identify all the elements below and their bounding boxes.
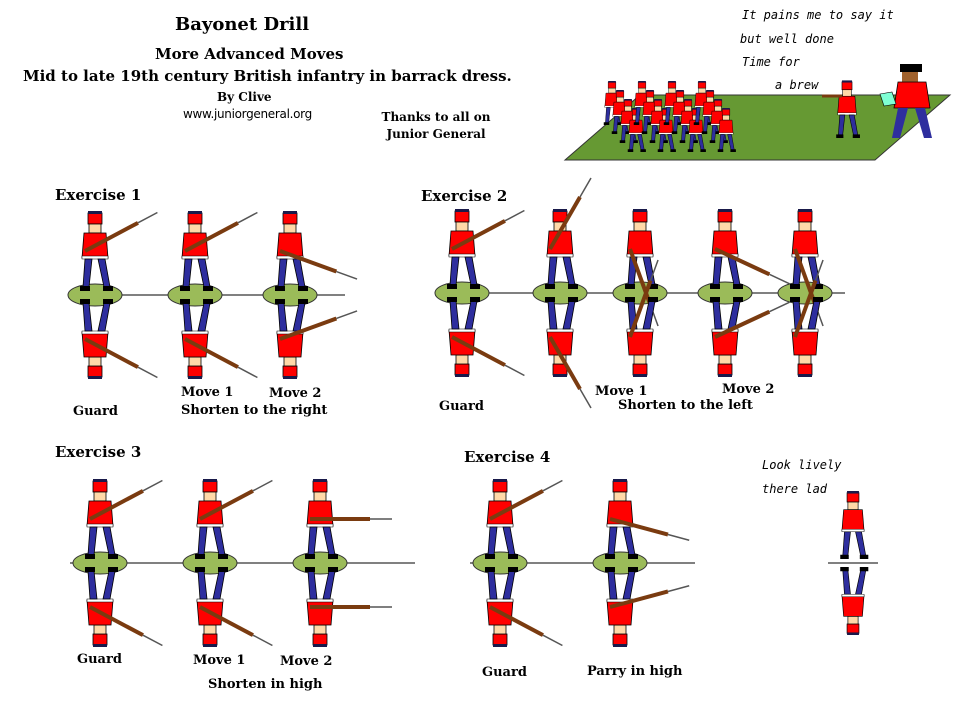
drill-figure [532,175,593,411]
figure-base [67,283,123,307]
figure-base [532,281,588,305]
figure-base [182,551,238,575]
exercise-4-title: Exercise 4 [464,448,551,466]
drill-figure [592,478,692,648]
lively-figure [828,490,878,636]
exercise-3-title: Exercise 3 [55,443,142,461]
speech-line-2: but well done [740,32,834,46]
ex3-guard-label: Guard [77,652,122,667]
thanks-note: Thanks to all on Junior General [381,110,491,141]
ex3-move1-label: Move 1 [193,653,246,668]
officer-figure [879,64,932,138]
drill-figure [612,208,668,378]
drill-figure [292,478,394,648]
page-description: Mid to late 19th century British infantr… [23,67,512,85]
figure-base [434,281,490,305]
ex3-move2-label: Move 2 [280,654,333,669]
speech-line-1: It pains me to say it [742,8,894,22]
drill-figure [167,210,257,380]
lively-line-1: Look lively [762,458,842,472]
figure-base [167,283,223,307]
figure-base [472,551,528,575]
exercise-1-title: Exercise 1 [55,186,142,204]
ex4-parry-label: Parry in high [587,664,683,679]
figure-base [72,551,128,575]
drill-figure [182,478,272,648]
teapot-icon [879,91,897,107]
website-link[interactable]: www.juniorgeneral.org [183,107,312,121]
ex2-move2-label: Move 2 [722,382,775,397]
drill-figure [262,210,360,380]
ex1-caption: Shorten to the right [181,403,328,418]
drill-figure [777,208,833,378]
ex2-guard-label: Guard [439,399,484,414]
figure-base [612,281,668,305]
drill-figure [72,478,162,648]
page-title: Bayonet Drill [175,14,310,35]
author-credit: By Clive [217,90,272,104]
ex1-move1-label: Move 1 [181,385,234,400]
figure-base [292,551,348,575]
ex3-caption: Shorten in high [208,677,323,692]
drill-figure [434,208,524,378]
ex1-move2-label: Move 2 [269,386,322,401]
ex4-guard-label: Guard [482,665,527,680]
figure-base [262,283,318,307]
drill-figure [697,208,792,378]
figure-base [592,551,648,575]
page-subtitle: More Advanced Moves [155,45,344,63]
sergeant-figure [822,80,861,139]
lively-line-2: there lad [762,482,828,496]
speech-line-3: Time for [742,55,800,69]
ex1-guard-label: Guard [73,404,118,419]
figure-base [697,281,753,305]
drill-figure [472,478,562,648]
figure-base [777,281,833,305]
speech-line-4: a brew [775,78,819,92]
ex2-move1-label: Move 1 [595,384,648,399]
ex2-caption: Shorten to the left [618,398,753,413]
exercise-2-title: Exercise 2 [421,187,508,205]
drill-figure [67,210,157,380]
